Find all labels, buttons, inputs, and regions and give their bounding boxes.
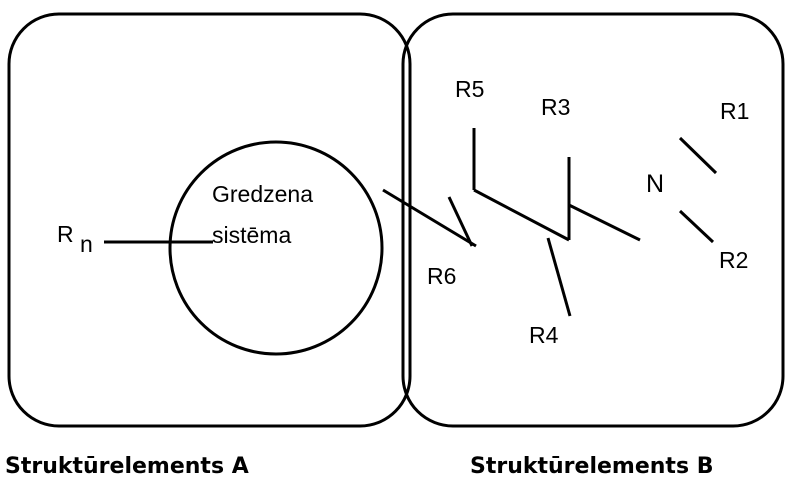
structure-a-caption: Struktūrelements A bbox=[5, 454, 249, 477]
r1-bond bbox=[678, 136, 718, 175]
r2-bond bbox=[678, 209, 715, 244]
rn-label: R n bbox=[57, 221, 93, 257]
structure-b-caption: Struktūrelements B bbox=[470, 454, 713, 477]
r4-bond bbox=[546, 237, 572, 317]
chain-bond-1 bbox=[473, 188, 570, 242]
r3-label: R3 bbox=[541, 94, 570, 120]
structure-a-panel bbox=[7, 12, 412, 428]
ring-system-circle bbox=[168, 140, 384, 356]
r6-bond bbox=[447, 196, 474, 247]
ring-system-label-line1: Gredzena bbox=[212, 181, 313, 207]
r5-label: R5 bbox=[455, 76, 484, 102]
rn-label-main: R bbox=[57, 221, 74, 247]
r2-label: R2 bbox=[719, 247, 748, 273]
r4-label: R4 bbox=[529, 322, 559, 348]
ring-to-chain-bond bbox=[382, 188, 477, 248]
chain-bond-2 bbox=[568, 203, 641, 242]
r1-label: R1 bbox=[720, 98, 749, 124]
structure-b-panel bbox=[401, 12, 785, 428]
n-atom-label: N bbox=[646, 170, 664, 198]
r6-label: R6 bbox=[427, 263, 456, 289]
rn-label-subscript: n bbox=[80, 231, 93, 257]
ring-system-label-line2: sistēma bbox=[212, 222, 291, 248]
